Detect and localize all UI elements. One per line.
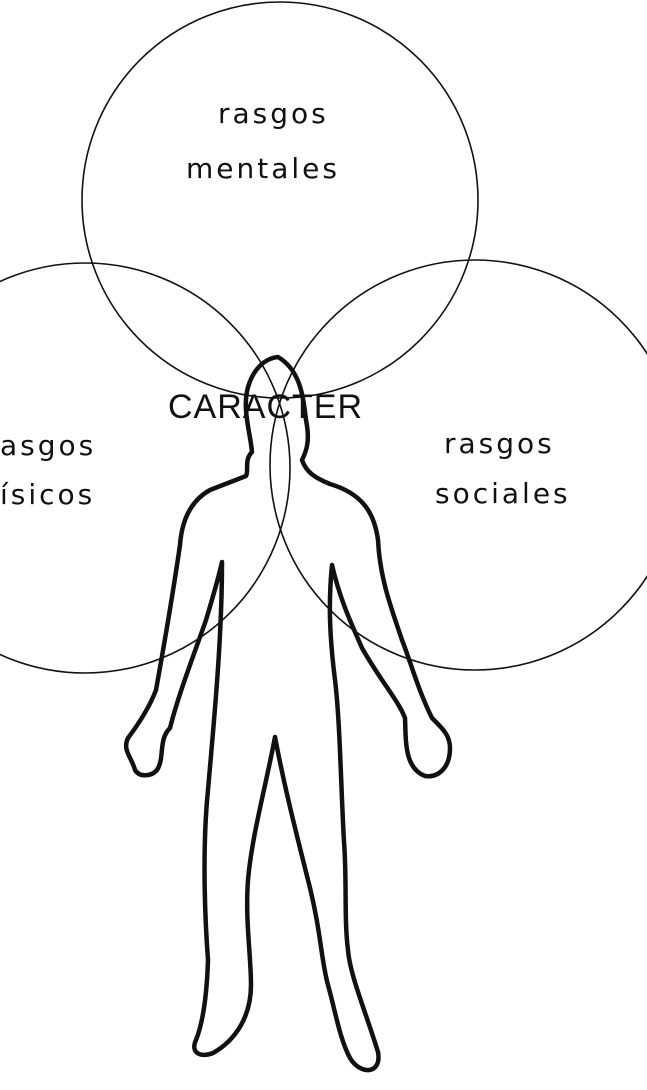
- label-mentales-line1: rasgos: [218, 100, 329, 128]
- circle-sociales: [270, 260, 647, 670]
- circle-mentales: [82, 2, 478, 398]
- label-fisicos-line2: ísicos: [0, 481, 95, 509]
- label-sociales-line2: sociales: [435, 480, 571, 508]
- label-mentales-line2: mentales: [186, 155, 340, 183]
- center-label-caracter: CARACTER: [168, 390, 363, 424]
- label-fisicos-line1: asgos: [0, 432, 96, 460]
- human-figure-outline: [126, 357, 450, 1070]
- label-sociales-line1: rasgos: [444, 430, 555, 458]
